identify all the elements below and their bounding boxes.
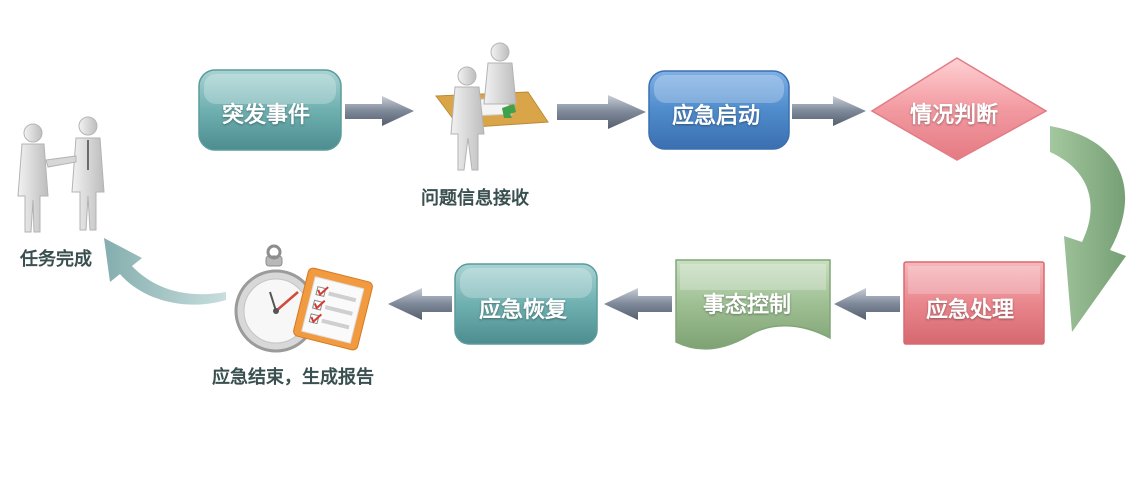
label-start: 应急启动 bbox=[672, 104, 761, 129]
box-recover bbox=[454, 263, 598, 345]
arrow-incident-to-receive bbox=[345, 96, 414, 126]
caption-end-report: 应急结束，生成报告 bbox=[212, 367, 374, 388]
box-incident bbox=[198, 69, 342, 151]
diamond-judge bbox=[870, 57, 1048, 161]
label-handle: 应急处理 bbox=[926, 298, 1015, 323]
box-start bbox=[648, 70, 790, 150]
people-handshake-icon bbox=[17, 116, 105, 233]
label-control: 事态控制 bbox=[703, 293, 792, 318]
arrow-start-to-judge bbox=[792, 96, 866, 126]
arrow-handle-to-control bbox=[834, 288, 900, 320]
caption-complete: 任务完成 bbox=[20, 249, 92, 270]
label-incident: 突发事件 bbox=[222, 103, 311, 128]
clipboard-icon bbox=[293, 267, 373, 351]
curved-arrow-end-to-complete bbox=[104, 238, 226, 305]
info-receive-icon bbox=[435, 42, 549, 171]
curved-arrow-judge-to-handle bbox=[1050, 126, 1126, 332]
arrow-recover-to-end bbox=[388, 288, 452, 320]
arrow-receive-to-start bbox=[557, 95, 646, 129]
box-control bbox=[675, 259, 831, 350]
arrow-control-to-recover bbox=[604, 288, 672, 320]
caption-receive: 问题信息接收 bbox=[421, 188, 529, 209]
box-handle bbox=[903, 261, 1045, 345]
label-judge: 情况判断 bbox=[910, 103, 999, 128]
label-recover: 应急恢复 bbox=[479, 298, 568, 323]
